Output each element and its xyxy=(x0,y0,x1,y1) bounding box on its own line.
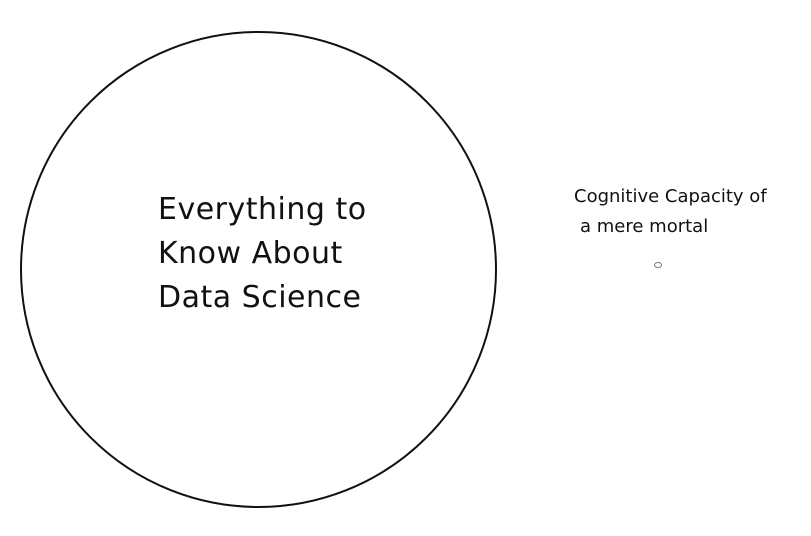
small-circle-label-line-2: a mere mortal xyxy=(580,216,709,237)
data-science-knowledge-circle xyxy=(20,31,497,508)
small-circle-label-line-1: Cognitive Capacity of xyxy=(574,186,767,207)
large-circle-label-line-3: Data Science xyxy=(158,280,362,315)
large-circle-label-line-2: Know About xyxy=(158,236,343,271)
large-circle-label-line-1: Everything to xyxy=(158,192,367,227)
cognitive-capacity-circle xyxy=(654,262,662,268)
cognitive-capacity-label: Cognitive Capacity of a mere mortal xyxy=(574,182,767,242)
data-science-knowledge-label: Everything to Know About Data Science xyxy=(158,188,367,320)
